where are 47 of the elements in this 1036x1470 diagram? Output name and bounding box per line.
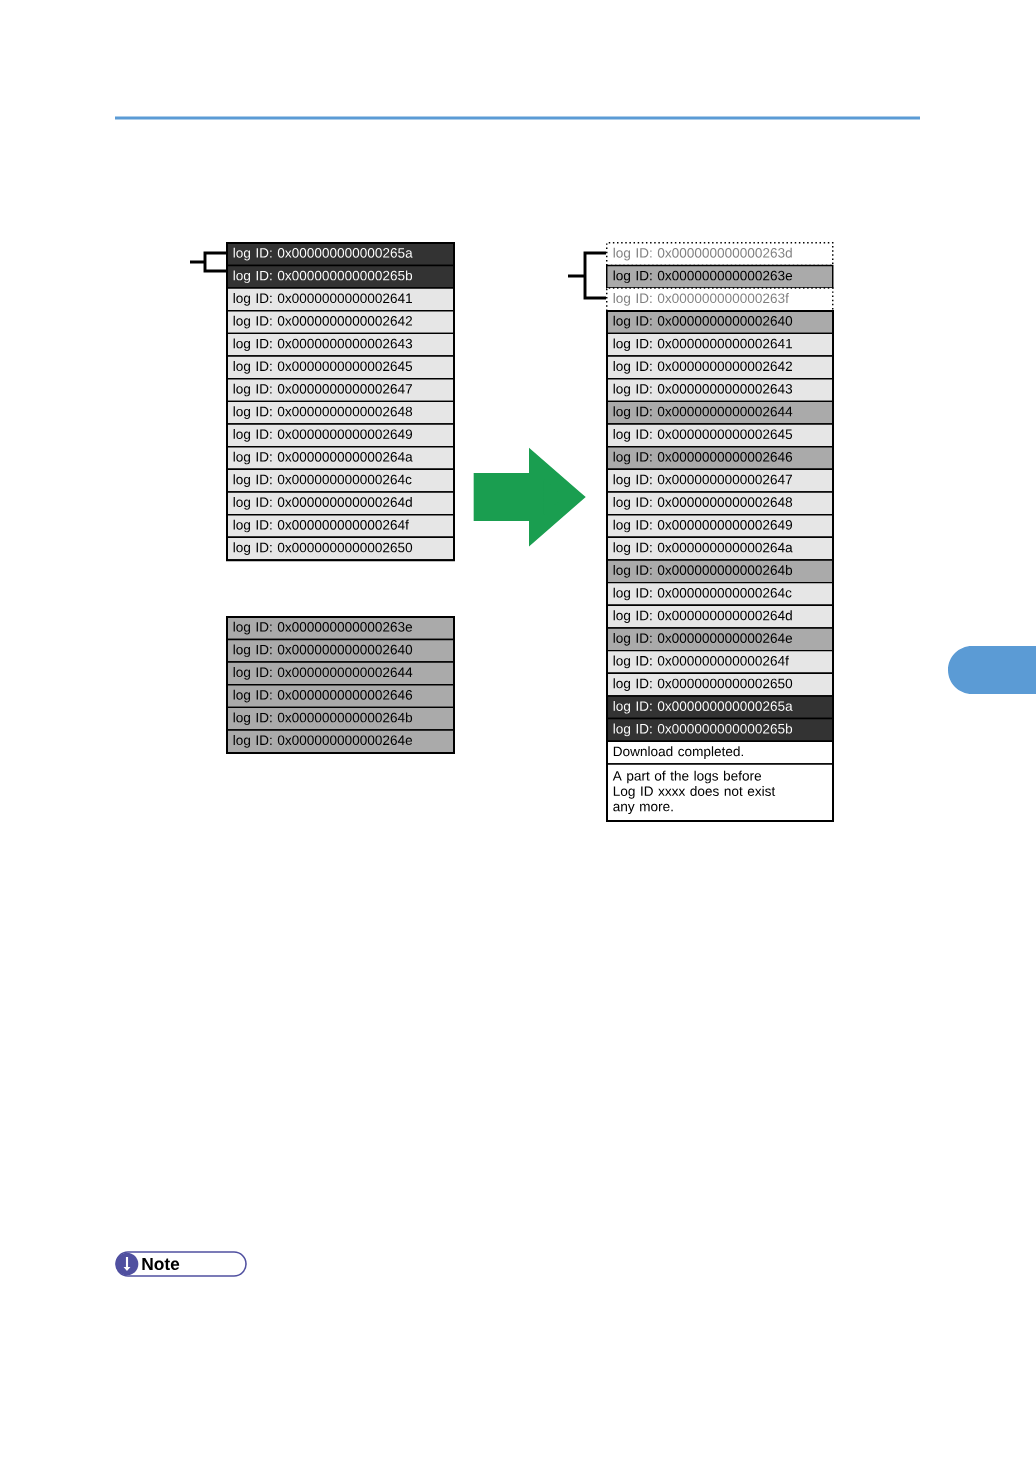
log-row: log ID: 0x0000000000002641	[226, 287, 455, 312]
log-row: log ID: 0x0000000000002640	[226, 638, 455, 663]
note-badge: Note	[115, 1251, 247, 1277]
log-row: log ID: 0x000000000000264a	[606, 536, 834, 561]
log-row: log ID: 0x000000000000264c	[606, 581, 834, 607]
log-row: log ID: 0x0000000000002642	[226, 310, 455, 335]
message-box: Download completed.	[606, 740, 834, 765]
log-row: log ID: 0x000000000000264d	[606, 604, 834, 629]
log-row: log ID: 0x000000000000263f	[606, 287, 834, 312]
log-row: log ID: 0x0000000000002644	[606, 400, 834, 425]
log-row: log ID: 0x0000000000002640	[606, 310, 834, 335]
log-row: log ID: 0x000000000000264d	[226, 491, 455, 516]
log-row: log ID: 0x000000000000264b	[226, 706, 455, 731]
log-row: log ID: 0x0000000000002645	[226, 355, 455, 380]
log-row: log ID: 0x0000000000002646	[226, 684, 455, 709]
log-row: log ID: 0x0000000000002650	[606, 672, 834, 697]
log-row: log ID: 0x000000000000263e	[226, 616, 455, 641]
log-row: log ID: 0x000000000000263e	[606, 264, 834, 289]
log-row: log ID: 0x0000000000002643	[606, 377, 834, 403]
log-row: log ID: 0x000000000000264e	[226, 729, 455, 754]
log-row: log ID: 0x000000000000264a	[226, 445, 455, 471]
log-row: log ID: 0x000000000000264e	[606, 627, 834, 652]
log-row: log ID: 0x0000000000002649	[226, 423, 455, 448]
list-frame	[606, 310, 834, 822]
log-row: log ID: 0x0000000000002642	[606, 355, 834, 380]
log-row: log ID: 0x0000000000002645	[606, 423, 834, 448]
log-row: log ID: 0x000000000000265a	[606, 695, 834, 720]
log-row: log ID: 0x000000000000265b	[226, 264, 455, 289]
list-frame	[226, 242, 455, 562]
log-row: log ID: 0x0000000000002648	[606, 491, 834, 516]
log-row: log ID: 0x000000000000265b	[606, 717, 834, 742]
list-frame	[226, 616, 455, 754]
log-row: log ID: 0x000000000000264f	[606, 649, 834, 675]
log-row: log ID: 0x0000000000002647	[606, 468, 834, 493]
log-row: log ID: 0x000000000000264f	[226, 513, 455, 539]
log-row: log ID: 0x0000000000002644	[226, 661, 455, 686]
log-row: log ID: 0x000000000000263d	[606, 242, 834, 267]
log-row: log ID: 0x000000000000265a	[226, 242, 455, 267]
log-row: log ID: 0x0000000000002647	[226, 377, 455, 403]
log-row: log ID: 0x0000000000002648	[226, 400, 455, 425]
log-row: log ID: 0x0000000000002646	[606, 445, 834, 471]
log-row: log ID: 0x000000000000264c	[226, 468, 455, 493]
log-row: log ID: 0x0000000000002641	[606, 332, 834, 357]
log-row: log ID: 0x0000000000002649	[606, 513, 834, 539]
log-row: log ID: 0x000000000000264b	[606, 559, 834, 584]
log-row: log ID: 0x0000000000002643	[226, 332, 455, 357]
log-row: log ID: 0x0000000000002650	[226, 536, 455, 561]
